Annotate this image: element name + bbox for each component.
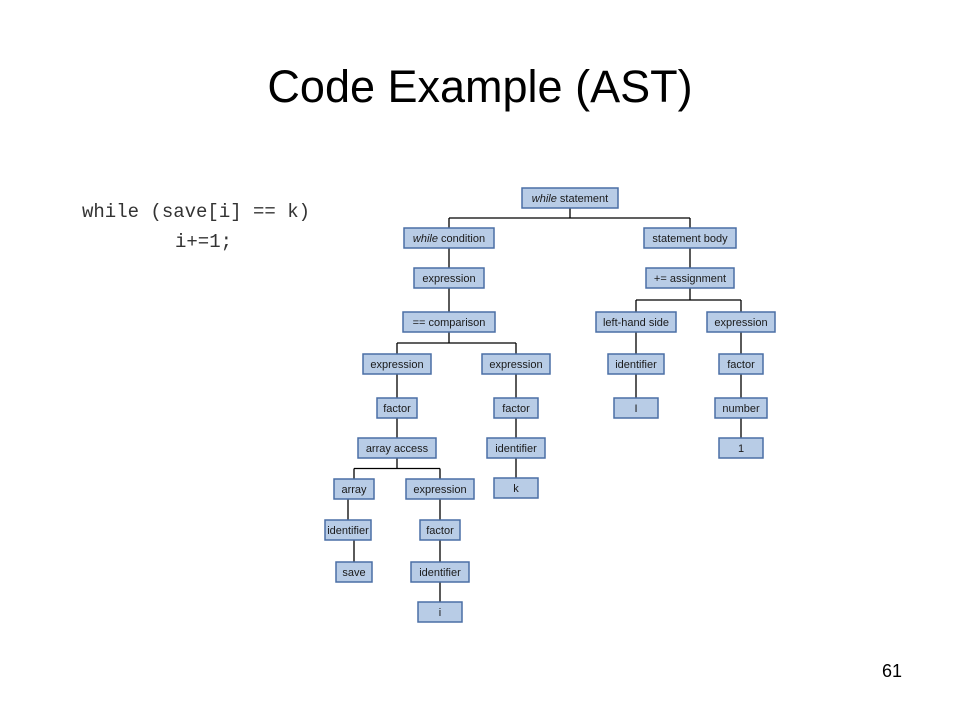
ast-node: array access xyxy=(357,437,437,459)
ast-node-box xyxy=(403,227,495,249)
ast-node-box xyxy=(486,437,546,459)
ast-node-label: identifier xyxy=(327,525,369,537)
ast-node-box xyxy=(419,519,461,541)
ast-node-box xyxy=(645,267,735,289)
ast-node-box xyxy=(357,437,437,459)
ast-node-box xyxy=(402,311,496,333)
ast-node-box xyxy=(362,353,432,375)
ast-node: == comparison xyxy=(402,311,496,333)
ast-node-box xyxy=(718,437,764,459)
ast-node-label: number xyxy=(722,403,760,415)
ast-node: while statement xyxy=(521,187,619,209)
ast-node: expression xyxy=(706,311,776,333)
ast-node: expression xyxy=(362,353,432,375)
ast-node-label: I xyxy=(634,403,637,415)
ast-node: identifier xyxy=(410,561,470,583)
ast-node: i xyxy=(417,601,463,623)
ast-node-box xyxy=(521,187,619,209)
ast-node-label: expression xyxy=(714,317,767,329)
ast-node: while condition xyxy=(403,227,495,249)
ast-node: left-hand side xyxy=(595,311,677,333)
ast-node-box xyxy=(376,397,418,419)
ast-node-label: statement body xyxy=(652,233,728,245)
ast-node-box xyxy=(335,561,373,583)
ast-node-box xyxy=(324,519,372,541)
ast-node: save xyxy=(335,561,373,583)
slide-title: Code Example (AST) xyxy=(267,61,693,112)
ast-node-box xyxy=(714,397,768,419)
ast-node-box xyxy=(481,353,551,375)
ast-node-box xyxy=(607,353,665,375)
ast-node-box xyxy=(333,478,375,500)
ast-node-label: expression xyxy=(370,359,423,371)
ast-node: 1 xyxy=(718,437,764,459)
ast-node-box xyxy=(718,353,764,375)
ast-node-box xyxy=(493,397,539,419)
ast-node: factor xyxy=(718,353,764,375)
ast-node-label: identifier xyxy=(419,567,461,579)
ast-node-box xyxy=(643,227,737,249)
ast-node-box xyxy=(405,478,475,500)
ast-node: identifier xyxy=(486,437,546,459)
ast-node-label: i xyxy=(439,607,441,619)
ast-node-label: == comparison xyxy=(413,317,486,329)
tree-edge xyxy=(448,208,691,228)
code-line-2: i+=1; xyxy=(175,231,233,253)
ast-node-label: expression xyxy=(422,273,475,285)
ast-node: factor xyxy=(419,519,461,541)
ast-node-label: factor xyxy=(502,403,530,415)
ast-node-label: while condition xyxy=(413,233,485,245)
ast-node: array xyxy=(333,478,375,500)
ast-node-box xyxy=(417,601,463,623)
ast-node-label: += assignment xyxy=(654,273,726,285)
tree-edge xyxy=(635,288,742,312)
ast-node: += assignment xyxy=(645,267,735,289)
tree-edge xyxy=(353,458,441,479)
ast-node: expression xyxy=(481,353,551,375)
ast-node: identifier xyxy=(324,519,372,541)
ast-node-label: factor xyxy=(727,359,755,371)
ast-node-label: array xyxy=(341,484,367,496)
ast-node-label: identifier xyxy=(615,359,657,371)
ast-node-box xyxy=(493,477,539,499)
ast-node: factor xyxy=(493,397,539,419)
ast-node-box xyxy=(613,397,659,419)
ast-node: expression xyxy=(413,267,485,289)
ast-node-box xyxy=(410,561,470,583)
ast-node-label: while statement xyxy=(532,193,608,205)
ast-node-label: expression xyxy=(489,359,542,371)
tree-edge xyxy=(396,332,517,354)
ast-node-box xyxy=(595,311,677,333)
ast-node-label: factor xyxy=(383,403,411,415)
ast-node-box xyxy=(706,311,776,333)
ast-node-label: identifier xyxy=(495,443,537,455)
ast-node: identifier xyxy=(607,353,665,375)
ast-node: k xyxy=(493,477,539,499)
ast-node: number xyxy=(714,397,768,419)
ast-node-label: factor xyxy=(426,525,454,537)
ast-node-label: array access xyxy=(366,443,429,455)
ast-node-label: expression xyxy=(413,484,466,496)
code-line-1: while (save[i] == k) xyxy=(82,201,311,223)
ast-node-box xyxy=(413,267,485,289)
ast-node-label: left-hand side xyxy=(603,317,669,329)
ast-node: I xyxy=(613,397,659,419)
ast-node-label: k xyxy=(513,483,519,495)
ast-node: statement body xyxy=(643,227,737,249)
ast-node: factor xyxy=(376,397,418,419)
ast-node-label: 1 xyxy=(738,443,744,455)
page-number: 61 xyxy=(881,661,902,681)
ast-node-label: save xyxy=(342,567,365,579)
ast-node: expression xyxy=(405,478,475,500)
